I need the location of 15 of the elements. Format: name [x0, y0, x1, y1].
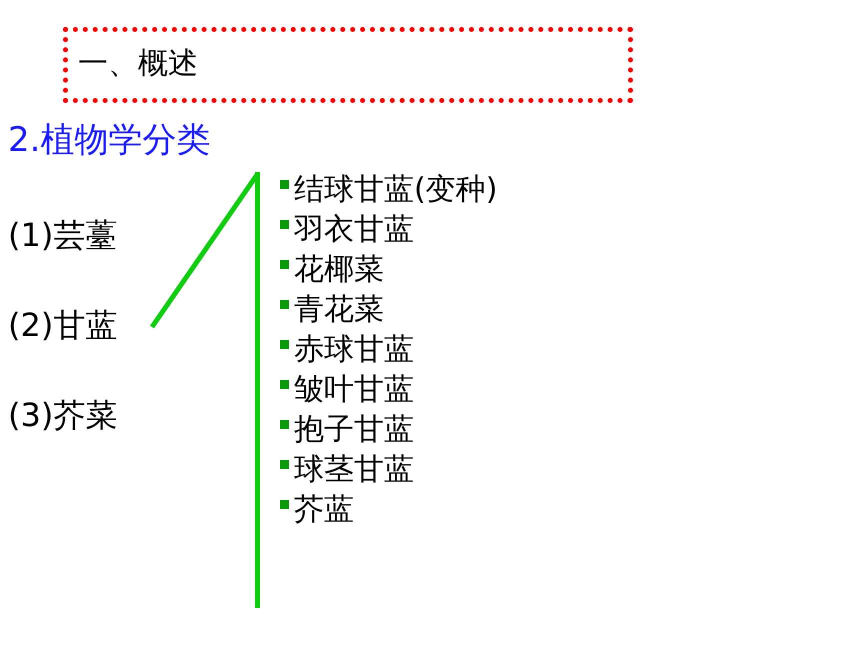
category-label: (2)甘蓝 [8, 305, 152, 345]
dotted-heading-box [63, 27, 633, 103]
list-item: 结球甘蓝(变种) [294, 171, 498, 209]
section-title: 2.植物学分类 [8, 120, 210, 160]
category-label: (1)芸薹 [8, 215, 118, 255]
heading-text: 一、概述 [78, 45, 198, 83]
list-item: 花椰菜 [294, 251, 384, 289]
list-item: 赤球甘蓝 [294, 331, 414, 369]
list-item: 皱叶甘蓝 [294, 371, 414, 409]
list-item: 羽衣甘蓝 [294, 211, 414, 249]
list-item: 芥蓝 [294, 491, 354, 529]
list-item: 青花菜 [294, 291, 384, 329]
list-item: 抱子甘蓝 [294, 411, 414, 449]
list-item: 球茎甘蓝 [294, 451, 414, 489]
category-label: (3)芥菜 [8, 395, 118, 435]
